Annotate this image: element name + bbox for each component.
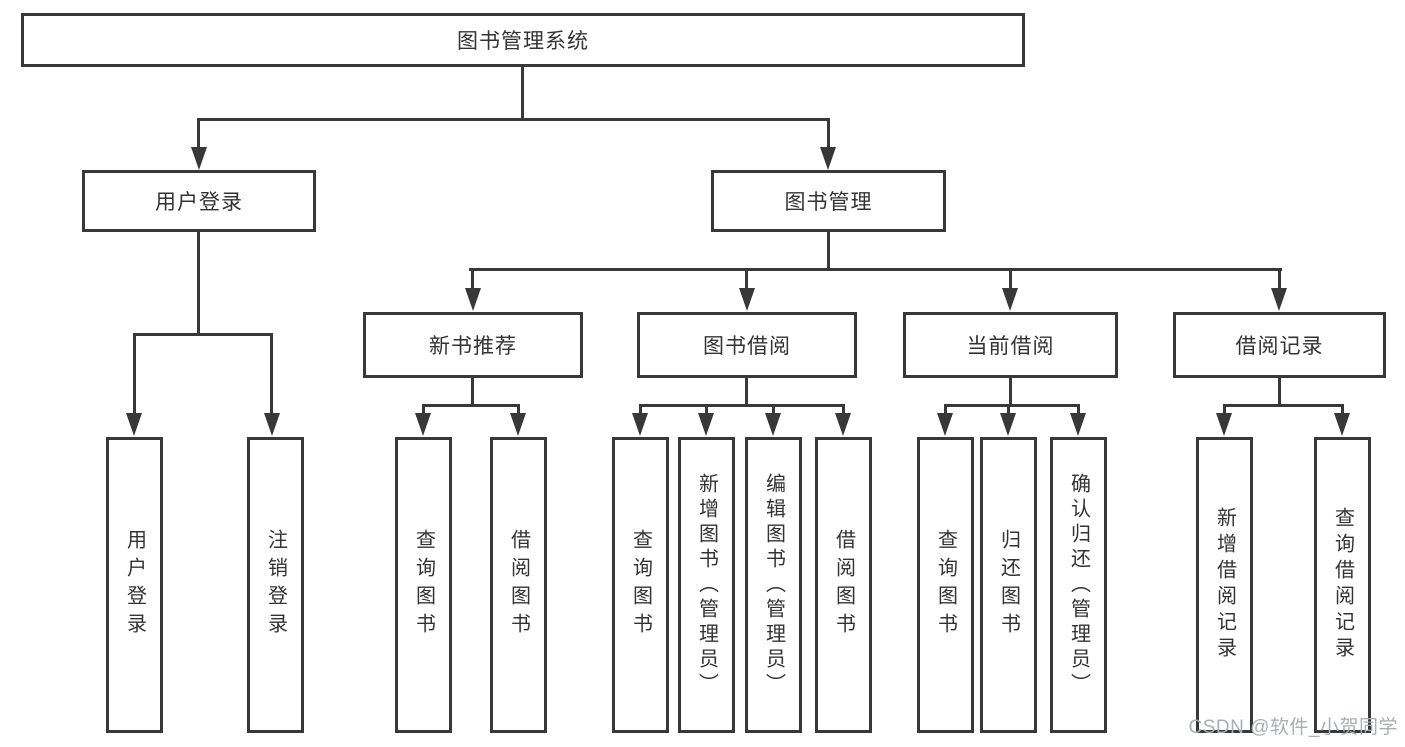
node-current-borrowing: 当前借阅: [903, 312, 1118, 378]
arrow-head-icon: [835, 413, 851, 436]
node-label: 借阅记录: [1235, 335, 1324, 358]
arrow-head-icon: [739, 288, 755, 311]
node-book-management: 图书管理: [711, 170, 946, 232]
node-label: 新书推荐: [429, 335, 517, 358]
node-label: 借阅图书: [507, 529, 530, 641]
connector-line: [1223, 404, 1226, 417]
arrow-head-icon: [632, 413, 648, 436]
connector-line: [944, 404, 947, 417]
connector-line: [1223, 404, 1344, 407]
node-label: 新增图书（管理员）: [695, 472, 718, 698]
arrow-head-icon: [1271, 288, 1287, 311]
connector-line: [745, 268, 748, 291]
node-label: 确认归还（管理员）: [1067, 472, 1090, 698]
node-label: 查询图书: [934, 529, 957, 641]
leaf-query-books-current: 查询图书: [917, 437, 974, 733]
connector-line: [1341, 404, 1344, 417]
arrow-head-icon: [765, 413, 781, 436]
connector-line: [469, 268, 1282, 271]
node-label: 注销登录: [264, 529, 287, 641]
leaf-query-borrow-record: 查询借阅记录: [1314, 437, 1371, 733]
connector-line: [422, 404, 520, 407]
connector-line: [1278, 378, 1281, 406]
leaf-return-books: 归还图书: [980, 437, 1037, 733]
connector-line: [270, 333, 273, 416]
connector-line: [745, 378, 748, 406]
leaf-query-books-recommend: 查询图书: [395, 437, 452, 733]
connector-line: [471, 268, 474, 291]
node-label: 用户登录: [123, 529, 146, 641]
leaf-confirm-return-admin: 确认归还（管理员）: [1050, 437, 1107, 733]
connector-line: [133, 333, 273, 336]
arrow-head-icon: [1002, 288, 1018, 311]
connector-line: [517, 404, 520, 417]
node-label: 借阅图书: [832, 529, 855, 641]
connector-line: [842, 404, 845, 417]
node-label: 新增借阅记录: [1213, 507, 1236, 663]
csdn-watermark: CSDN @软件_小贺同学: [1188, 717, 1398, 738]
node-label: 用户登录: [155, 191, 243, 214]
node-label: 编辑图书（管理员）: [762, 472, 785, 698]
node-book-borrowing: 图书借阅: [637, 312, 857, 378]
connector-line: [471, 378, 474, 406]
connector-line: [521, 67, 524, 118]
arrow-head-icon: [191, 147, 207, 170]
leaf-query-books-borrowing: 查询图书: [612, 437, 669, 733]
arrow-head-icon: [1000, 413, 1016, 436]
connector-line: [1007, 404, 1010, 417]
node-label: 图书管理系统: [457, 30, 589, 53]
connector-line: [827, 232, 830, 270]
node-user-login: 用户登录: [82, 170, 316, 232]
node-label: 归还图书: [997, 529, 1020, 641]
leaf-add-borrow-record: 新增借阅记录: [1196, 437, 1253, 733]
leaf-logout: 注销登录: [247, 437, 304, 733]
node-label: 图书管理: [784, 191, 873, 214]
arrow-head-icon: [264, 413, 280, 436]
arrow-head-icon: [465, 288, 481, 311]
node-label: 查询借阅记录: [1331, 507, 1354, 663]
connector-line: [1278, 268, 1281, 291]
arrow-head-icon: [937, 413, 953, 436]
arrow-head-icon: [126, 413, 142, 436]
leaf-edit-books-admin: 编辑图书（管理员）: [745, 437, 802, 733]
leaf-borrow-books: 借阅图书: [815, 437, 872, 733]
node-label: 查询图书: [629, 529, 652, 641]
arrow-head-icon: [1334, 413, 1350, 436]
arrow-head-icon: [1216, 413, 1232, 436]
node-label: 查询图书: [412, 529, 435, 641]
connector-line: [639, 404, 845, 407]
arrow-head-icon: [415, 413, 431, 436]
connector-line: [197, 232, 200, 335]
connector-line: [197, 118, 200, 150]
connector-line: [197, 118, 830, 121]
connector-line: [705, 404, 708, 417]
leaf-borrow-books-recommend: 借阅图书: [490, 437, 547, 733]
connector-line: [1077, 404, 1080, 417]
node-label: 当前借阅: [966, 335, 1055, 358]
leaf-add-books-admin: 新增图书（管理员）: [678, 437, 735, 733]
connector-line: [1009, 268, 1012, 291]
connector-line: [133, 333, 136, 416]
arrow-head-icon: [820, 147, 836, 170]
node-label: 图书借阅: [703, 335, 791, 358]
arrow-head-icon: [1070, 413, 1086, 436]
node-new-book-recommendation: 新书推荐: [363, 312, 583, 378]
connector-line: [639, 404, 642, 417]
node-library-management-system: 图书管理系统: [21, 13, 1025, 67]
connector-line: [772, 404, 775, 417]
connector-line: [827, 118, 830, 150]
connector-line: [944, 404, 1080, 407]
arrow-head-icon: [698, 413, 714, 436]
leaf-user-login: 用户登录: [106, 437, 163, 733]
arrow-head-icon: [510, 413, 526, 436]
connector-line: [422, 404, 425, 417]
node-borrowing-records: 借阅记录: [1173, 312, 1386, 378]
connector-line: [1009, 378, 1012, 406]
